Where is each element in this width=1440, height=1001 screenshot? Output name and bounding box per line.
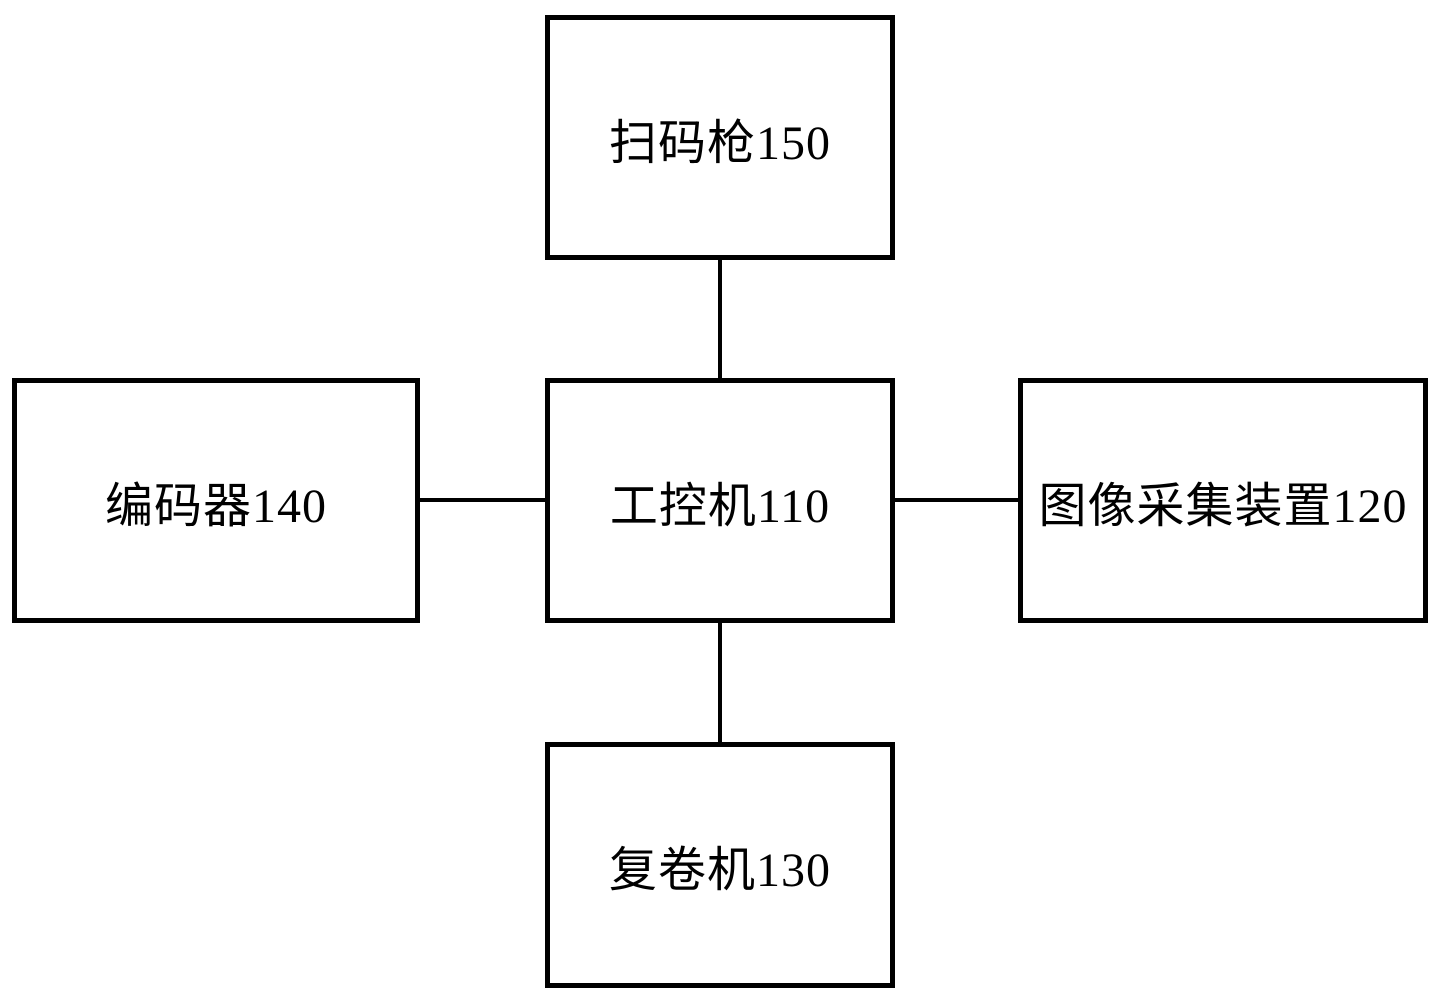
node-image-capture-device-label: 图像采集装置120 [1038,479,1408,533]
node-industrial-computer: 工控机110 [545,378,895,623]
edge-rewinder-to-ipc [718,623,722,742]
node-image-capture-device: 图像采集装置120 [1018,378,1428,623]
node-scanner-gun: 扫码枪150 [545,15,895,260]
edge-encoder-to-ipc [420,498,545,502]
node-encoder-label: 编码器140 [104,479,327,533]
edge-scanner-to-ipc [718,260,722,378]
node-encoder: 编码器140 [12,378,420,623]
node-rewinder-label: 复卷机130 [608,844,831,897]
edge-image-capture-to-ipc [895,498,1018,502]
node-industrial-computer-label: 工控机110 [609,479,831,533]
node-scanner-gun-label: 扫码枪150 [608,116,831,170]
node-rewinder: 复卷机130 [545,742,895,988]
